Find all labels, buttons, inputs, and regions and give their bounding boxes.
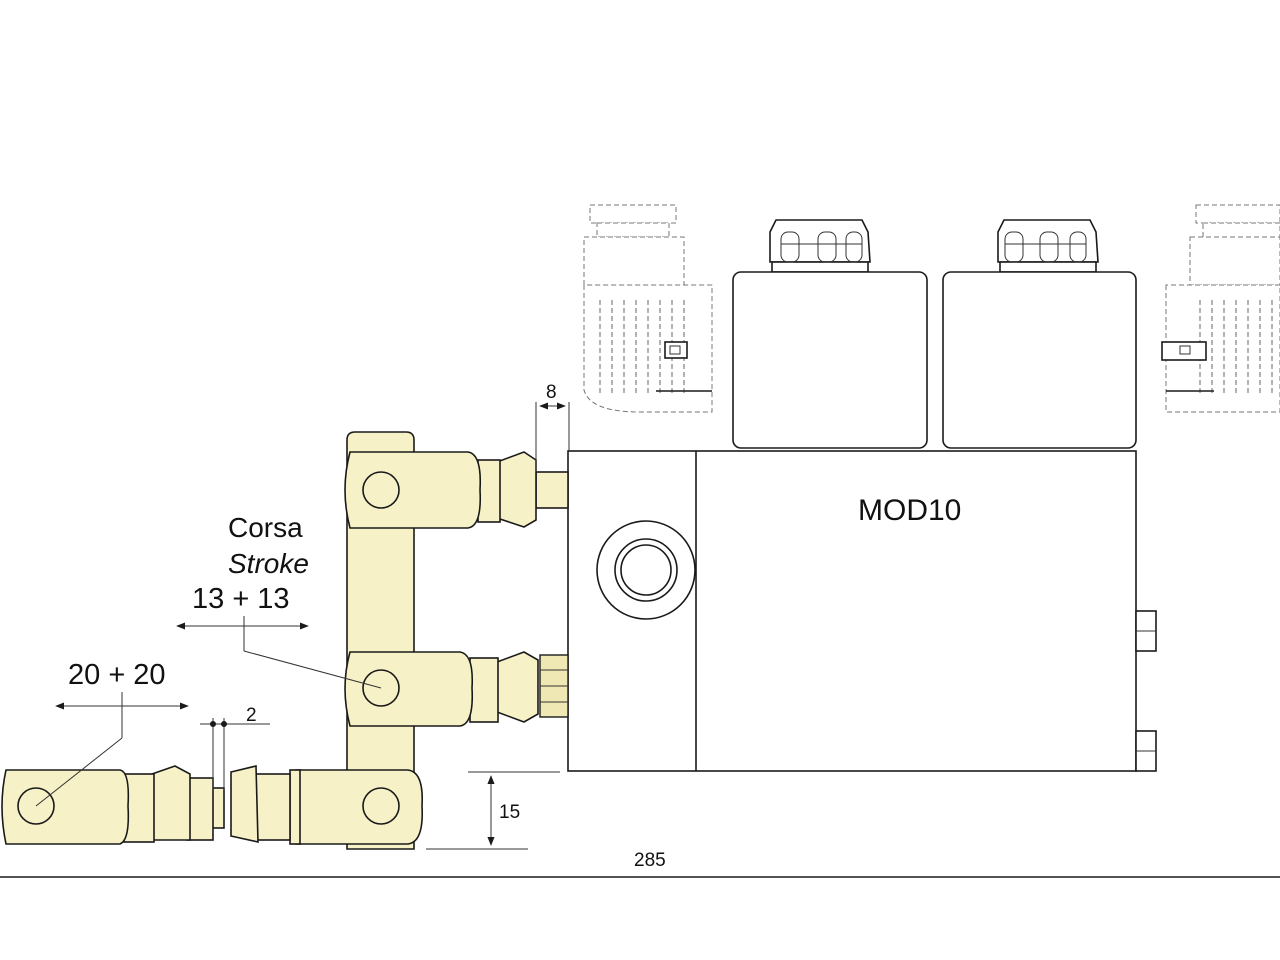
right-connector-outline bbox=[1161, 204, 1280, 413]
dimension-offset-top bbox=[535, 402, 570, 472]
dimension-total-length-label: 285 bbox=[634, 850, 666, 871]
dimension-offset-top-label: 8 bbox=[546, 382, 557, 403]
stroke-small-indicator bbox=[176, 616, 382, 689]
bottom-clevis-joint bbox=[289, 769, 424, 845]
stroke-large-value: 20 + 20 bbox=[68, 659, 166, 691]
dimension-height-offset bbox=[426, 771, 560, 850]
left-connector-outline bbox=[583, 204, 713, 413]
dimension-height-offset-label: 15 bbox=[499, 802, 520, 823]
solenoid-coil-right bbox=[942, 219, 1137, 449]
stroke-label-italian: Corsa bbox=[228, 512, 303, 543]
dimension-gap-label: 2 bbox=[246, 705, 257, 726]
top-clevis-joint bbox=[344, 451, 569, 529]
linkage-frame bbox=[346, 431, 415, 850]
stroke-large-indicator bbox=[35, 692, 189, 807]
valve-body bbox=[567, 450, 1157, 772]
model-label: MOD10 bbox=[858, 494, 961, 527]
bottom-rod-assembly bbox=[1, 764, 291, 845]
stroke-label-english: Stroke bbox=[228, 548, 309, 579]
stroke-small-value: 13 + 13 bbox=[192, 583, 290, 615]
dimension-gap bbox=[200, 718, 270, 790]
middle-clevis-joint bbox=[344, 651, 569, 727]
solenoid-coil-left bbox=[732, 219, 928, 449]
